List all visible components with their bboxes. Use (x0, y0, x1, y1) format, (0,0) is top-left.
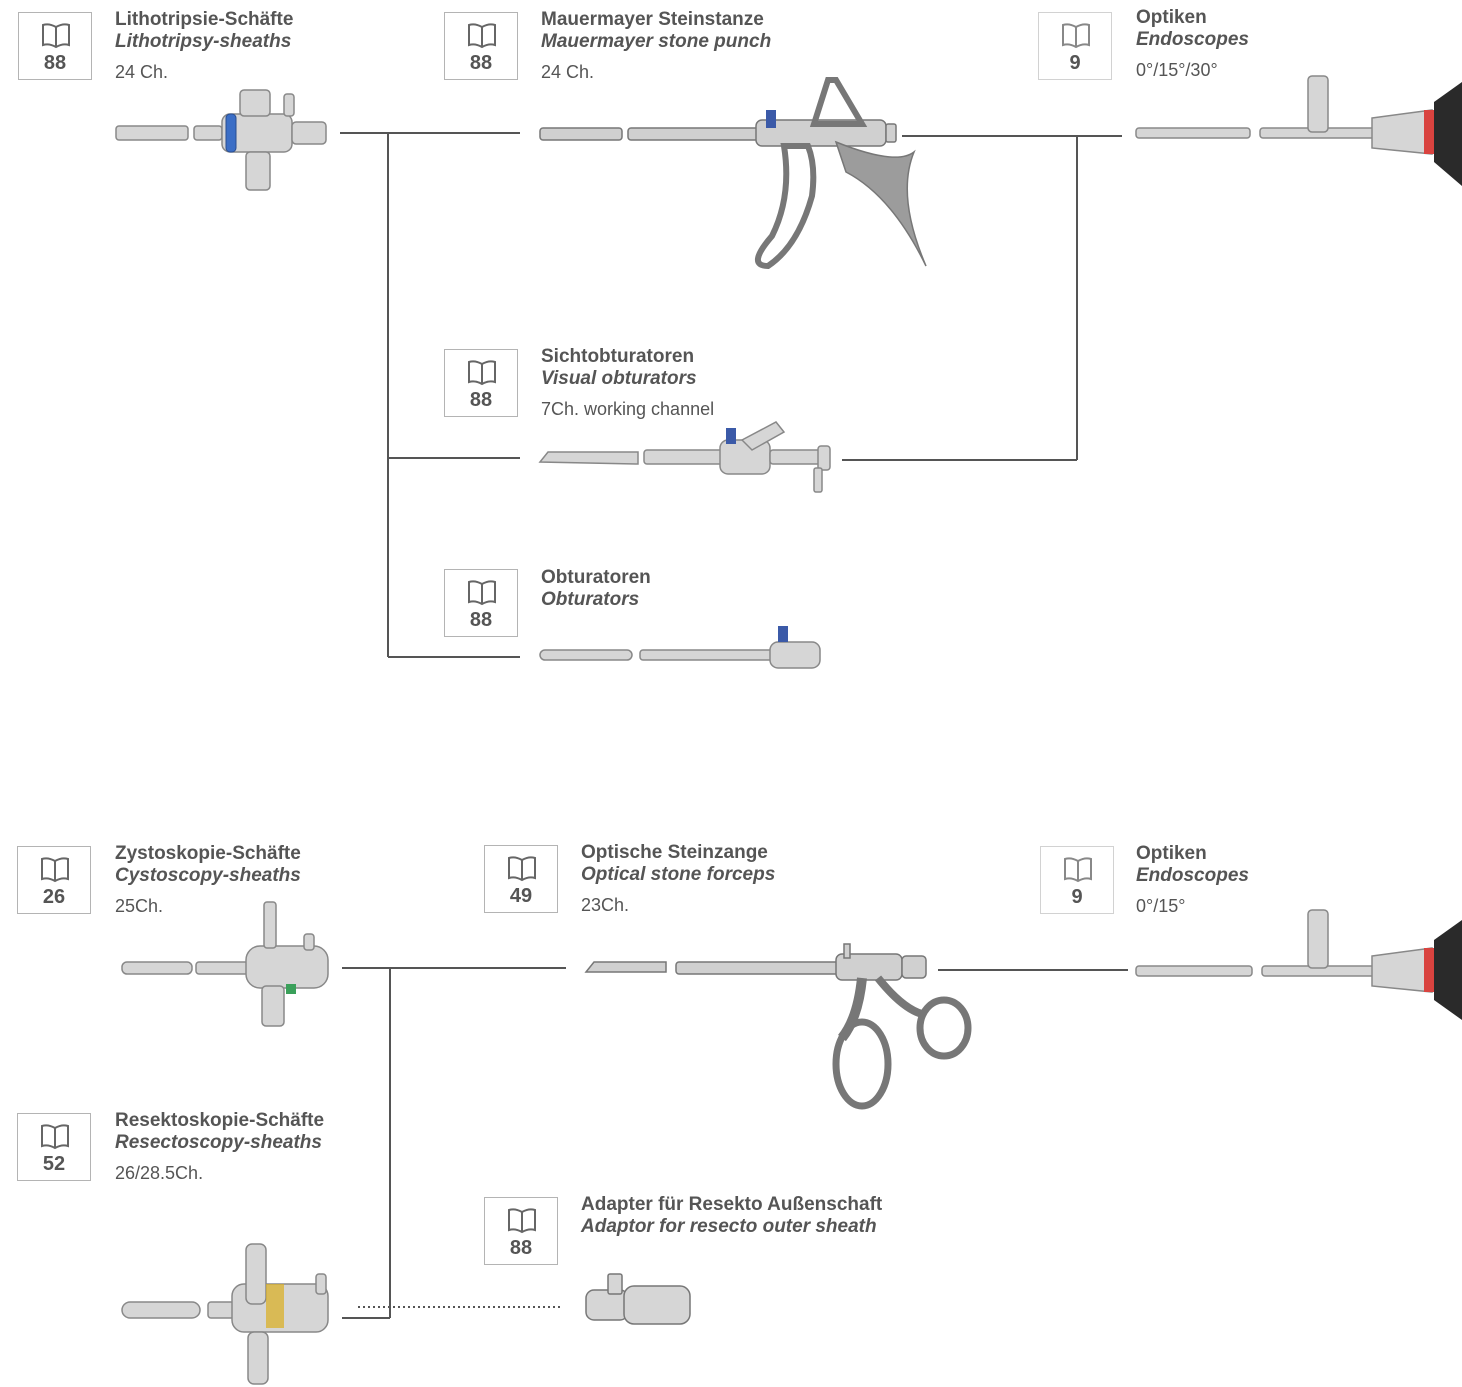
book-icon (41, 1124, 69, 1150)
book-icon (41, 857, 69, 883)
label-endoscopes-top: Optiken Endoscopes 0°/15°/30° (1136, 7, 1249, 81)
label-size: 26/28.5Ch. (115, 1163, 204, 1183)
stone-forceps-image (584, 943, 972, 1110)
label-german: Zystoskopie-Schäfte (115, 843, 301, 864)
label-lithotripsy-sheaths: Lithotripsie-Schäfte Lithotripsy-sheaths… (115, 9, 293, 83)
label-size: 0°/15° (1136, 896, 1186, 916)
ref-box-lithotripsy-sheaths[interactable]: 88 (18, 12, 92, 80)
ref-box-adaptor[interactable]: 88 (484, 1197, 558, 1265)
ref-page-number: 88 (43, 52, 67, 74)
ref-page-number: 9 (1071, 886, 1083, 908)
label-german: Mauermayer Steinstanze (541, 9, 764, 30)
ref-box-stone-forceps[interactable]: 49 (484, 845, 558, 913)
label-size: 23Ch. (581, 895, 630, 915)
label-english: Endoscopes (1136, 29, 1249, 50)
ref-box-obturators[interactable]: 88 (444, 569, 518, 637)
label-stone-punch: Mauermayer Steinstanze Mauermayer stone … (541, 9, 771, 83)
label-german: Optische Steinzange (581, 842, 768, 863)
label-german: Optiken (1136, 7, 1207, 28)
label-english: Visual obturators (541, 368, 697, 389)
label-english: Optical stone forceps (581, 864, 776, 885)
ref-box-visual-obturators[interactable]: 88 (444, 349, 518, 417)
label-cystoscopy-sheaths: Zystoskopie-Schäfte Cystoscopy-sheaths 2… (115, 843, 301, 917)
ref-box-endoscopes-bottom[interactable]: 9 (1040, 846, 1114, 914)
resectoscopy-sheath-image (121, 1243, 329, 1385)
label-english: Cystoscopy-sheaths (115, 865, 301, 886)
ref-page-number: 9 (1069, 52, 1081, 74)
label-german: Optiken (1136, 843, 1207, 864)
book-icon (508, 856, 536, 882)
book-icon (1064, 857, 1092, 883)
ref-page-number: 49 (509, 885, 533, 907)
label-german: Lithotripsie-Schäfte (115, 9, 294, 30)
ref-page-number: 88 (469, 52, 493, 74)
stone-punch-image (539, 77, 927, 270)
obturator-image (539, 626, 821, 669)
label-size: 7Ch. working channel (541, 399, 715, 419)
book-icon (468, 360, 496, 386)
visual-obturator-image (538, 421, 831, 493)
label-size: 0°/15°/30° (1136, 60, 1218, 80)
label-obturators: Obturatoren Obturators (541, 567, 651, 611)
label-size: 24 Ch. (541, 62, 595, 82)
book-icon (1062, 23, 1090, 49)
book-icon (468, 580, 496, 606)
label-adaptor: Adapter für Resekto Außenschaft Adaptor … (581, 1194, 882, 1238)
label-endoscopes-bottom: Optiken Endoscopes 0°/15° (1136, 843, 1249, 917)
ref-box-stone-punch[interactable]: 88 (444, 12, 518, 80)
ref-box-endoscopes-top[interactable]: 9 (1038, 12, 1112, 80)
label-english: Obturators (541, 589, 640, 610)
ref-page-number: 88 (469, 609, 493, 631)
label-size: 24 Ch. (115, 62, 169, 82)
book-icon (42, 23, 70, 49)
label-german: Adapter für Resekto Außenschaft (581, 1194, 883, 1215)
label-german: Resektoskopie-Schäfte (115, 1110, 325, 1131)
label-english: Endoscopes (1136, 865, 1249, 886)
label-size: 25Ch. (115, 896, 164, 916)
ref-page-number: 88 (509, 1237, 533, 1259)
label-resectoscopy-sheaths: Resektoskopie-Schäfte Resectoscopy-sheat… (115, 1110, 324, 1184)
lithotripsy-sheath-image (115, 89, 327, 191)
cystoscopy-sheath-image (121, 901, 329, 1027)
label-english: Lithotripsy-sheaths (115, 31, 292, 52)
ref-page-number: 52 (42, 1153, 66, 1175)
book-icon (508, 1208, 536, 1234)
label-german: Sichtobturatoren (541, 346, 695, 367)
ref-page-number: 88 (469, 389, 493, 411)
label-english: Mauermayer stone punch (541, 31, 772, 52)
label-stone-forceps: Optische Steinzange Optical stone forcep… (581, 842, 775, 916)
label-visual-obturators: Sichtobturatoren Visual obturators 7Ch. … (541, 346, 714, 420)
label-english: Resectoscopy-sheaths (115, 1132, 322, 1153)
endoscope-bottom-image (1135, 909, 1462, 1020)
label-english: Adaptor for resecto outer sheath (581, 1216, 877, 1237)
endoscope-top-image (1135, 75, 1462, 186)
ref-box-cystoscopy-sheaths[interactable]: 26 (17, 846, 91, 914)
ref-page-number: 26 (42, 886, 66, 908)
label-german: Obturatoren (541, 567, 651, 588)
adaptor-image (585, 1273, 691, 1325)
book-icon (468, 23, 496, 49)
ref-box-resectoscopy-sheaths[interactable]: 52 (17, 1113, 91, 1181)
